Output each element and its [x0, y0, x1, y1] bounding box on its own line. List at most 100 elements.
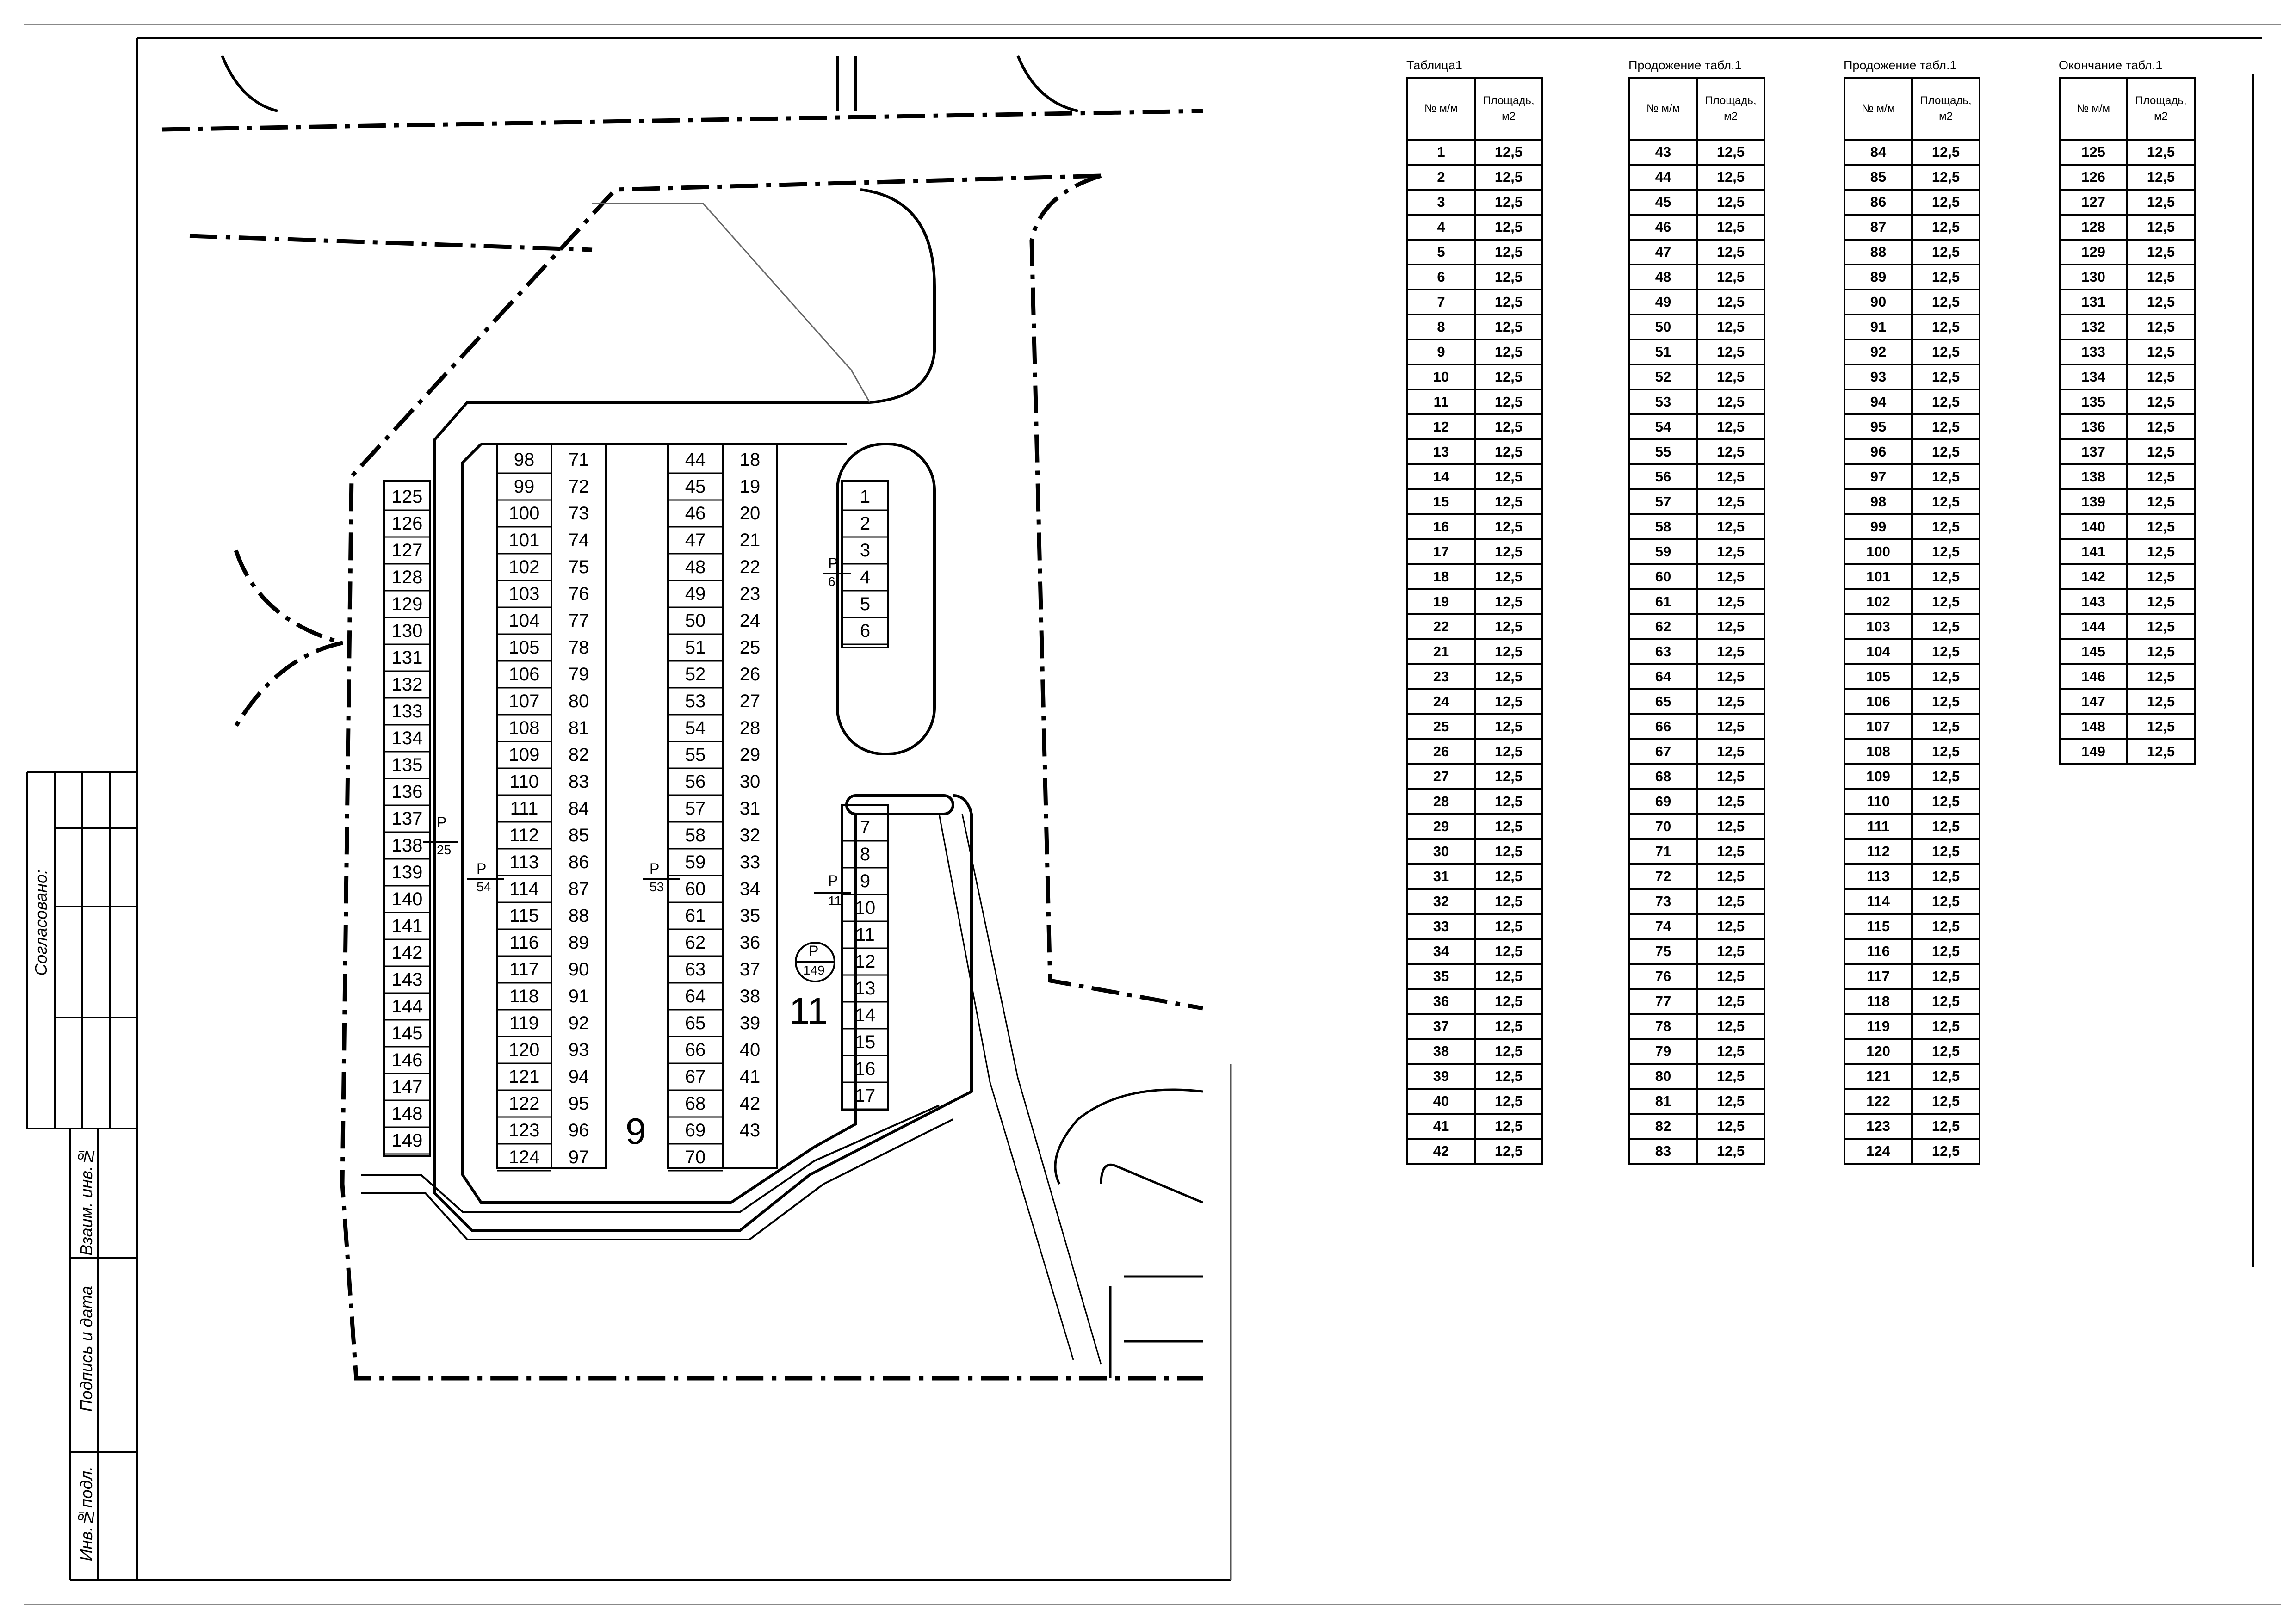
area-cell: 12,5 — [1696, 863, 1765, 890]
space-number: 138 — [392, 835, 423, 856]
space-number-cell: 108 — [1844, 738, 1913, 765]
space-number: 118 — [509, 986, 539, 1006]
space-number-cell: 36 — [1406, 988, 1476, 1015]
area-cell: 12,5 — [1474, 938, 1543, 965]
space-number-cell: 49 — [1628, 289, 1698, 315]
space-number: 41 — [740, 1067, 761, 1087]
space-number-cell: 143 — [2059, 588, 2128, 615]
space-number: 28 — [740, 718, 761, 738]
space-number-cell: 103 — [1844, 613, 1913, 640]
space-number-cell: 99 — [1844, 513, 1913, 540]
space-number-cell: 121 — [1844, 1063, 1913, 1090]
p-letter: P — [477, 860, 487, 877]
space-number-cell: 32 — [1406, 888, 1476, 915]
space-number: 23 — [740, 584, 761, 604]
space-number: 140 — [392, 889, 423, 909]
space-number-cell: 18 — [1406, 563, 1476, 590]
p-letter: P — [650, 860, 660, 877]
space-number-cell: 27 — [1406, 763, 1476, 790]
area-cell: 12,5 — [1474, 538, 1543, 565]
space-number: 31 — [740, 798, 761, 819]
space-number: 145 — [392, 1023, 423, 1043]
space-number-cell: 142 — [2059, 563, 2128, 590]
area-cell: 12,5 — [2126, 339, 2196, 365]
area-cell: 12,5 — [1911, 239, 1980, 265]
space-number: 97 — [569, 1147, 589, 1167]
area-cell: 12,5 — [1696, 888, 1765, 915]
space-number-cell: 47 — [1628, 239, 1698, 265]
area-cell: 12,5 — [1474, 688, 1543, 715]
area-cell: 12,5 — [1474, 763, 1543, 790]
space-number: 33 — [740, 852, 761, 872]
area-cell: 12,5 — [1911, 139, 1980, 166]
space-number-cell: 119 — [1844, 1013, 1913, 1040]
space-number-cell: 93 — [1844, 364, 1913, 390]
space-number-cell: 113 — [1844, 863, 1913, 890]
space-number-cell: 126 — [2059, 164, 2128, 191]
space-number-cell: 104 — [1844, 638, 1913, 665]
area-cell: 12,5 — [1474, 1088, 1543, 1115]
stamp-agreed: Согласовано: — [31, 870, 50, 976]
space-number-cell: 90 — [1844, 289, 1913, 315]
space-number: 1 — [860, 487, 870, 507]
space-number: 115 — [509, 906, 539, 926]
space-number-cell: 45 — [1628, 189, 1698, 216]
area-cell: 12,5 — [1911, 189, 1980, 216]
space-number: 120 — [509, 1040, 540, 1060]
area-cell: 12,5 — [1696, 763, 1765, 790]
space-number-cell: 24 — [1406, 688, 1476, 715]
space-number: 93 — [569, 1040, 589, 1060]
space-number: 68 — [685, 1093, 706, 1114]
area-cell: 12,5 — [1911, 488, 1980, 515]
p-count: 11 — [828, 894, 842, 908]
space-number-cell: 141 — [2059, 538, 2128, 565]
area-cell: 12,5 — [1696, 314, 1765, 340]
space-number-cell: 149 — [2059, 738, 2128, 765]
space-number: 144 — [392, 996, 423, 1017]
space-number-cell: 137 — [2059, 438, 2128, 465]
space-number-cell: 80 — [1628, 1063, 1698, 1090]
space-number-cell: 144 — [2059, 613, 2128, 640]
table-caption: Продожение табл.1 — [1628, 58, 1742, 72]
area-cell: 12,5 — [1474, 1113, 1543, 1140]
space-number: 73 — [569, 503, 589, 524]
space-number: 62 — [685, 932, 706, 953]
space-number: 11 — [855, 925, 875, 945]
space-number-cell: 106 — [1844, 688, 1913, 715]
area-cell: 12,5 — [1696, 513, 1765, 540]
area-cell: 12,5 — [2126, 139, 2196, 166]
area-cell: 12,5 — [1911, 988, 1980, 1015]
space-number-cell: 96 — [1844, 438, 1913, 465]
space-number: 36 — [740, 932, 761, 953]
space-number-cell: 4 — [1406, 214, 1476, 241]
header-number: № м/м — [1844, 77, 1913, 141]
space-number: 47 — [685, 530, 706, 550]
space-number: 40 — [740, 1040, 761, 1060]
